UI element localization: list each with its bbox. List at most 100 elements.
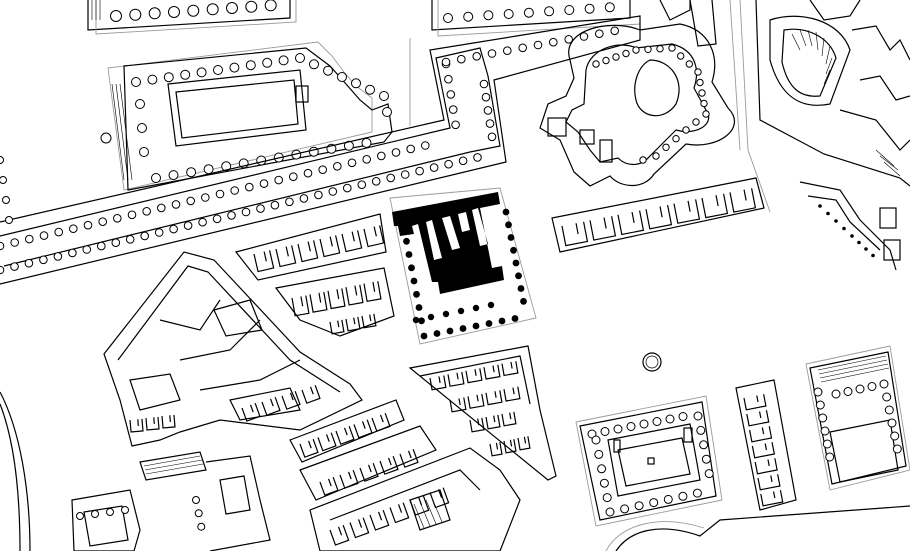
column bbox=[186, 196, 195, 206]
column bbox=[523, 7, 534, 18]
column bbox=[187, 4, 200, 17]
column bbox=[672, 135, 680, 143]
column bbox=[518, 43, 528, 53]
column bbox=[285, 197, 294, 207]
column bbox=[106, 508, 114, 516]
room-cell bbox=[345, 284, 364, 306]
column bbox=[400, 224, 408, 232]
column bbox=[704, 469, 714, 479]
column bbox=[379, 91, 389, 101]
room-cell bbox=[483, 364, 501, 380]
column bbox=[196, 67, 207, 78]
column bbox=[337, 72, 347, 82]
column bbox=[410, 277, 418, 285]
colonnade bbox=[110, 0, 277, 22]
room-cell bbox=[469, 417, 485, 433]
column bbox=[24, 258, 34, 268]
column bbox=[890, 431, 900, 441]
colonnade bbox=[0, 156, 206, 531]
room-cell bbox=[751, 442, 776, 459]
column bbox=[203, 164, 214, 175]
column bbox=[362, 155, 372, 164]
column bbox=[53, 252, 63, 261]
column bbox=[241, 207, 251, 217]
column bbox=[361, 137, 372, 148]
column bbox=[333, 162, 342, 171]
room-cell bbox=[317, 432, 337, 452]
column bbox=[0, 241, 5, 251]
column bbox=[892, 444, 902, 454]
column bbox=[652, 152, 660, 160]
column bbox=[135, 99, 145, 109]
column bbox=[259, 179, 269, 188]
column bbox=[882, 392, 892, 402]
column bbox=[485, 119, 495, 128]
column bbox=[54, 227, 64, 237]
column bbox=[693, 411, 703, 421]
column bbox=[457, 307, 465, 315]
column bbox=[458, 156, 468, 166]
column bbox=[700, 99, 708, 108]
column bbox=[826, 211, 830, 216]
column bbox=[656, 45, 664, 53]
room-cell bbox=[503, 386, 521, 402]
column bbox=[855, 384, 865, 394]
room-cell bbox=[517, 436, 531, 451]
column bbox=[386, 173, 396, 183]
column bbox=[278, 55, 289, 66]
column bbox=[2, 196, 10, 204]
room-cells bbox=[129, 385, 321, 433]
column bbox=[100, 132, 112, 144]
column bbox=[323, 65, 333, 76]
column bbox=[483, 10, 494, 21]
column bbox=[137, 123, 147, 133]
column bbox=[197, 522, 206, 531]
bottom-left-buildings bbox=[0, 156, 271, 551]
room-cell bbox=[291, 295, 310, 317]
stair-hatching bbox=[91, 0, 101, 20]
column bbox=[473, 153, 482, 162]
column bbox=[622, 49, 630, 58]
column bbox=[206, 3, 219, 16]
column bbox=[678, 491, 688, 501]
column bbox=[472, 304, 480, 312]
room-cell bbox=[253, 250, 275, 273]
column bbox=[472, 52, 482, 61]
column bbox=[604, 2, 615, 13]
room-cell bbox=[485, 390, 503, 406]
baths-complex bbox=[755, 0, 910, 271]
column bbox=[186, 167, 197, 178]
column bbox=[142, 207, 151, 216]
shop-units bbox=[253, 225, 385, 335]
column bbox=[815, 400, 825, 410]
shop-row-east bbox=[551, 177, 765, 253]
column bbox=[328, 187, 338, 196]
column bbox=[662, 143, 670, 152]
column bbox=[544, 6, 555, 17]
column bbox=[692, 488, 702, 498]
room-cell bbox=[309, 291, 328, 313]
column bbox=[151, 173, 161, 183]
room-cell bbox=[429, 487, 450, 509]
column bbox=[111, 238, 121, 247]
column bbox=[602, 56, 610, 65]
colonnade bbox=[587, 411, 714, 517]
column bbox=[441, 57, 451, 67]
column bbox=[0, 176, 7, 184]
column bbox=[113, 214, 122, 223]
column bbox=[510, 246, 517, 254]
column bbox=[10, 238, 19, 247]
column bbox=[318, 165, 328, 174]
column bbox=[357, 180, 367, 189]
column bbox=[459, 325, 467, 332]
bottom-right-boundary bbox=[605, 505, 910, 551]
room-cell bbox=[501, 411, 517, 427]
column bbox=[702, 110, 710, 118]
column bbox=[39, 255, 48, 265]
column bbox=[412, 316, 420, 324]
insula-triangle bbox=[408, 345, 557, 481]
room-cell bbox=[361, 313, 377, 329]
column bbox=[463, 11, 474, 22]
temple-plan bbox=[389, 187, 537, 345]
